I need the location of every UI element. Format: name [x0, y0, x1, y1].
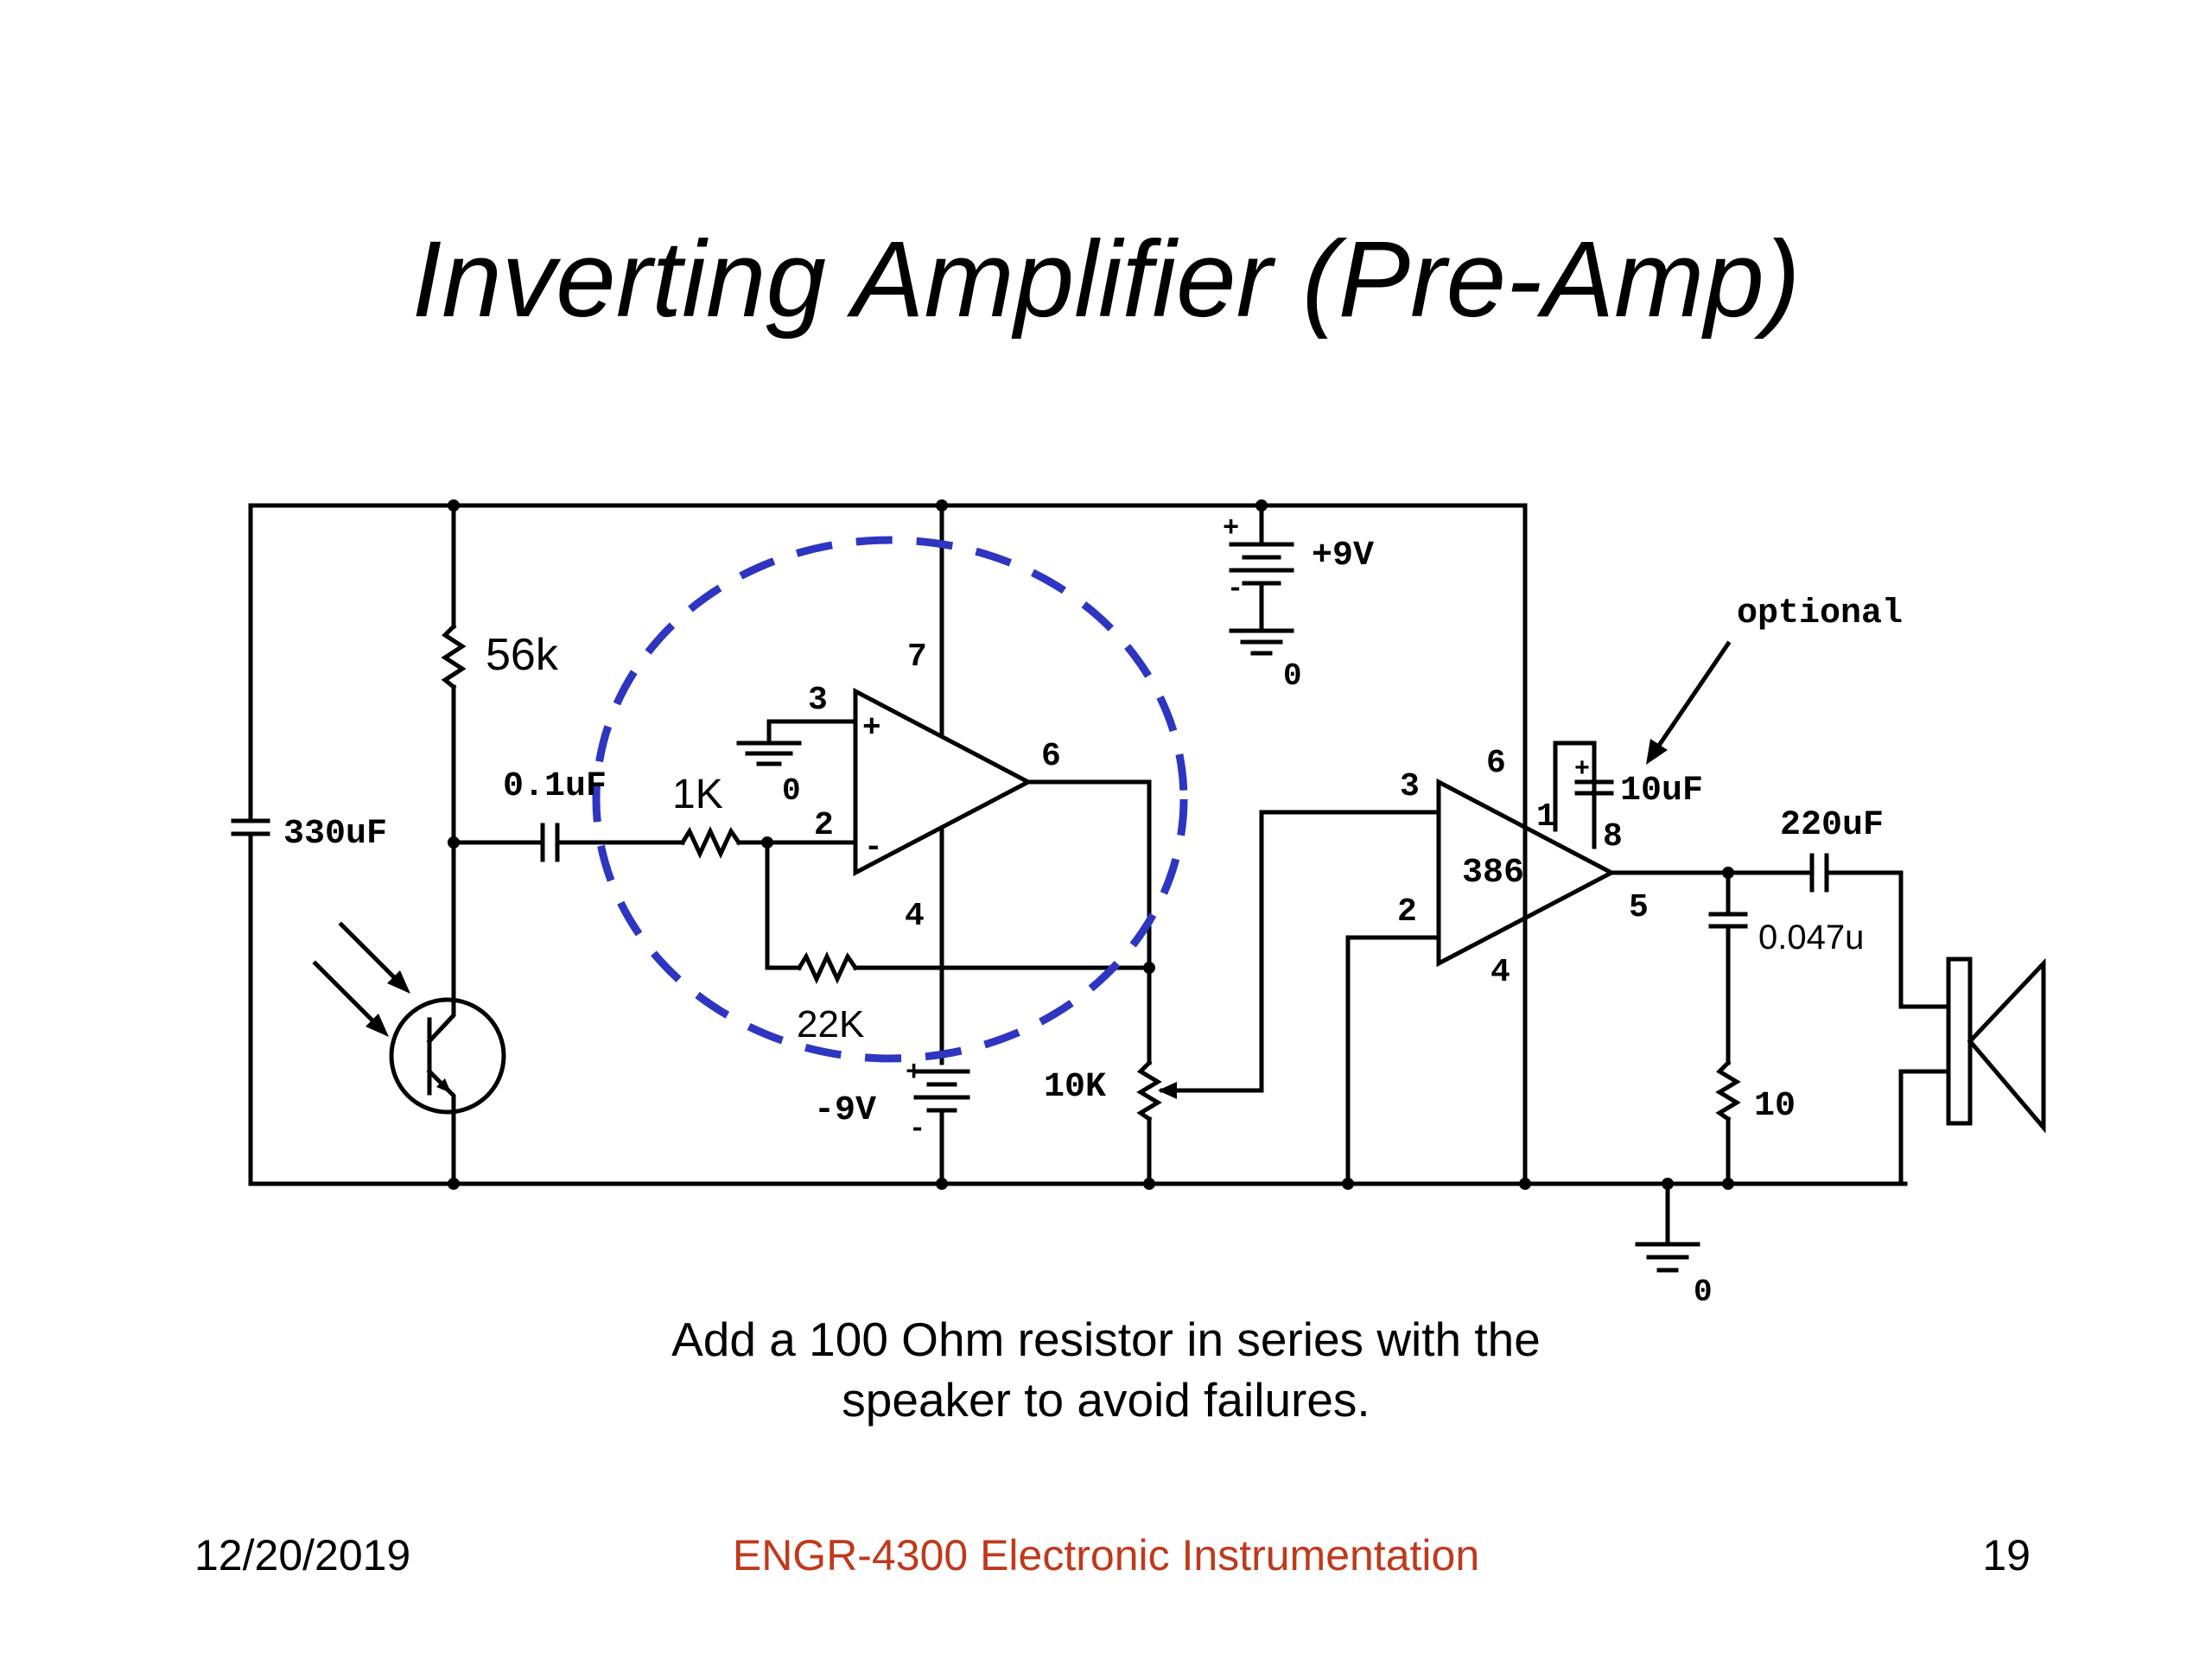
label-10uf: 10uF: [1620, 772, 1703, 810]
junction: [448, 836, 460, 849]
battery-pos: [1229, 542, 1294, 586]
cap-330uf: [231, 818, 270, 836]
label-gnd-pin3: 0: [782, 773, 801, 809]
cap-01uf: [540, 823, 560, 862]
ground-batt: [1229, 628, 1294, 656]
label-optional: optional: [1737, 594, 1903, 633]
label-gnd-main: 0: [1694, 1274, 1713, 1310]
speaker-note: Add a 100 Ohm resistor in series with th…: [0, 1309, 2212, 1430]
label-01uf: 0.1uF: [503, 767, 607, 806]
note-line-1: Add a 100 Ohm resistor in series with th…: [671, 1313, 1541, 1366]
footer-page-number: 19: [1982, 1531, 2031, 1580]
cap-10uf: [1574, 779, 1614, 796]
highlight-ellipse: [592, 536, 1188, 1063]
label-pos9v: +9V: [1312, 537, 1374, 575]
label-gnd-batt: 0: [1283, 658, 1302, 694]
arrowhead-1: [387, 970, 410, 994]
arrowhead-optional: [1646, 739, 1668, 765]
junction: [1342, 1178, 1354, 1190]
opamp-plus: +: [862, 710, 881, 746]
resistor-1k: [679, 826, 742, 859]
label-330uf: 330uF: [283, 815, 387, 854]
label-1k: 1K: [672, 772, 723, 817]
junction: [1143, 962, 1155, 974]
battery-neg: [913, 1069, 970, 1113]
battery-neg-minus: -: [909, 1113, 925, 1145]
phototransistor: [389, 997, 506, 1115]
lm386-pin-5: 5: [1629, 889, 1649, 926]
junction: [1255, 499, 1268, 512]
speaker-cone: [1967, 957, 2046, 1134]
optional-arrow: [1651, 640, 1732, 755]
junction: [936, 1178, 948, 1190]
junction: [936, 499, 948, 512]
battery-pos-plus: +: [1223, 512, 1239, 544]
phototransistor-e: [426, 1068, 456, 1109]
label-56k: 56k: [486, 630, 559, 680]
junction: [1519, 1178, 1531, 1190]
opamp-pin-2: 2: [814, 807, 834, 844]
lm386-pin-1: 1: [1536, 798, 1556, 836]
label-10k: 10K: [1044, 1068, 1106, 1107]
arrowhead-emitter: [436, 1078, 451, 1093]
ground-main: [1635, 1242, 1700, 1273]
label-10-ohm: 10: [1754, 1087, 1796, 1126]
opamp-minus: -: [864, 830, 883, 865]
pot-10k: [1136, 1059, 1162, 1122]
wire-top: [248, 503, 1528, 1186]
battery-neg-plus: +: [906, 1057, 922, 1089]
ground-pin3: [736, 741, 802, 766]
battery-pos-minus: -: [1227, 573, 1243, 605]
junction: [448, 499, 460, 512]
phototransistor-c: [426, 982, 456, 1045]
speaker-body: [1946, 957, 1973, 1126]
arrowhead-2: [365, 1014, 389, 1037]
junction: [448, 1178, 460, 1190]
junction: [1722, 1178, 1734, 1190]
junction: [761, 836, 773, 849]
resistor-10: [1715, 1059, 1741, 1122]
light-arrow-1: [338, 921, 405, 988]
opamp-pin-7: 7: [907, 639, 927, 676]
footer-date: 12/20/2019: [194, 1531, 411, 1580]
lm386-pin-4: 4: [1491, 954, 1510, 991]
wire-pin3: [766, 719, 858, 746]
wire-fb-down: [765, 840, 802, 970]
label-386: 386: [1462, 854, 1524, 893]
label-22k: 22K: [797, 1003, 864, 1046]
junction: [1143, 1178, 1155, 1190]
junction: [1722, 867, 1734, 879]
junction: [1662, 1178, 1674, 1190]
note-line-2: speaker to avoid failures.: [842, 1373, 1370, 1427]
resistor-56k: [441, 623, 467, 690]
opamp-pin-4: 4: [905, 898, 925, 935]
cap-220uf: [1809, 853, 1829, 893]
wire-speaker-return: [1898, 1069, 1951, 1186]
resistor-22k: [796, 951, 859, 984]
wire-386-pin2: [1345, 935, 1441, 1186]
wire-220-speaker: [1824, 870, 1951, 1009]
page-title: Inverting Amplifier (Pre-Amp): [411, 219, 1801, 340]
lm386-pin-8: 8: [1603, 818, 1623, 855]
label-220uf: 220uF: [1780, 806, 1884, 845]
light-arrow-2: [312, 960, 384, 1032]
opamp-pin-6: 6: [1041, 738, 1061, 775]
lm386-pin-6: 6: [1486, 745, 1506, 782]
label-0047u: 0.047u: [1758, 918, 1864, 957]
footer-course: ENGR-4300 Electronic Instrumentation: [732, 1531, 1480, 1580]
cap-10uf-plus: +: [1574, 755, 1590, 785]
wire-wiper: [1160, 810, 1441, 1093]
opamp-pin-3: 3: [808, 682, 828, 719]
lm386-pin-2: 2: [1397, 893, 1417, 931]
lm386-pin-3: 3: [1400, 768, 1420, 805]
arrowhead-wiper: [1158, 1082, 1177, 1099]
label-neg9v: -9V: [814, 1091, 876, 1130]
